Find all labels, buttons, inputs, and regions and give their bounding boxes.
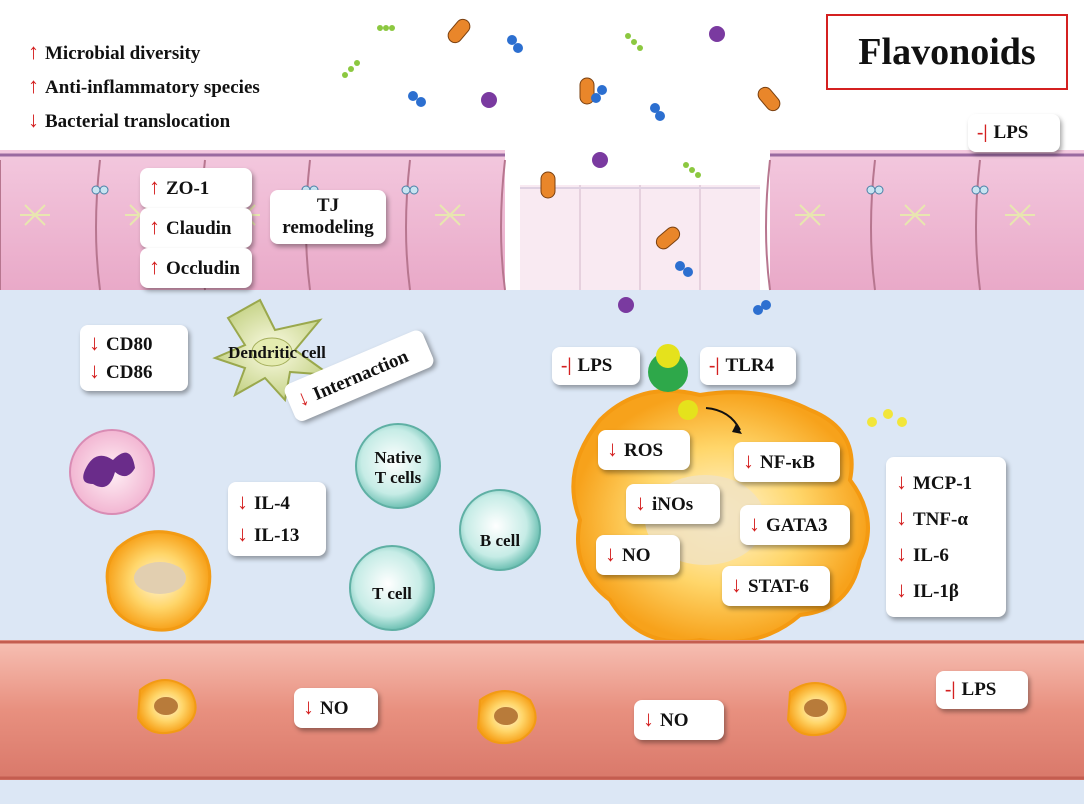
- native-t-cells-label: Native T cells: [374, 448, 422, 487]
- label-tlr4: -|TLR4: [700, 347, 796, 385]
- effect-microbial-diversity: ↑Microbial diversity: [28, 36, 260, 70]
- effect-anti-inflammatory: ↑Anti-inflammatory species: [28, 70, 260, 104]
- damaged-epithelium: [520, 185, 760, 290]
- up-arrow-icon: ↑: [28, 39, 39, 64]
- inhibit-icon: -|: [945, 679, 956, 700]
- inhibit-icon: -|: [709, 355, 720, 376]
- label-ros: ↓ROS: [598, 430, 690, 470]
- label-lps-epithelium: -|LPS: [968, 114, 1060, 152]
- inhibit-icon: -|: [977, 122, 988, 143]
- label-lps-macrophage: -|LPS: [552, 347, 640, 385]
- label-il4-il13: ↓IL-4 ↓IL-13: [228, 482, 326, 556]
- microbes: [342, 18, 781, 315]
- label-claudin: ↑Claudin: [140, 208, 252, 248]
- t-cell-label: T cell: [372, 584, 412, 603]
- label-occludin: ↑Occludin: [140, 248, 252, 288]
- b-cell-label: B cell: [479, 531, 521, 550]
- dendritic-cell: [212, 298, 334, 403]
- label-cd80-cd86: ↓CD80 ↓CD86: [80, 325, 188, 391]
- epithelium-left: [0, 150, 506, 291]
- label-tj-remodeling: TJ remodeling: [270, 190, 386, 244]
- label-no-vessel-mid: ↓NO: [634, 700, 724, 740]
- label-no-macrophage: ↓NO: [596, 535, 680, 575]
- label-gata3: ↓GATA3: [740, 505, 850, 545]
- label-stat6: ↓STAT-6: [722, 566, 830, 606]
- macrophage-small: [105, 530, 212, 632]
- microbiota-effects: ↑Microbial diversity ↑Anti-inflammatory …: [28, 36, 260, 138]
- blood-vessel: [0, 640, 1084, 780]
- dendritic-cell-label: Dendritic cell: [228, 343, 326, 362]
- up-arrow-icon: ↑: [28, 73, 39, 98]
- lymphocytes: [349, 423, 541, 631]
- epithelium-right: [765, 150, 1084, 291]
- down-arrow-icon: ↓: [28, 107, 39, 132]
- neutrophil: [69, 429, 155, 515]
- label-cytokines-right: ↓MCP-1 ↓TNF-α ↓IL-6 ↓IL-1β: [886, 457, 1006, 617]
- label-lps-vessel: -|LPS: [936, 671, 1028, 709]
- label-no-vessel-left: ↓NO: [294, 688, 378, 728]
- inhibit-icon: -|: [561, 355, 572, 376]
- label-inos: ↓iNOs: [626, 484, 720, 524]
- label-zo1: ↑ZO-1: [140, 168, 252, 208]
- effect-bacterial-translocation: ↓Bacterial translocation: [28, 104, 260, 138]
- label-nfkb: ↓NF-κB: [734, 442, 840, 482]
- title-flavonoids: Flavonoids: [826, 14, 1068, 90]
